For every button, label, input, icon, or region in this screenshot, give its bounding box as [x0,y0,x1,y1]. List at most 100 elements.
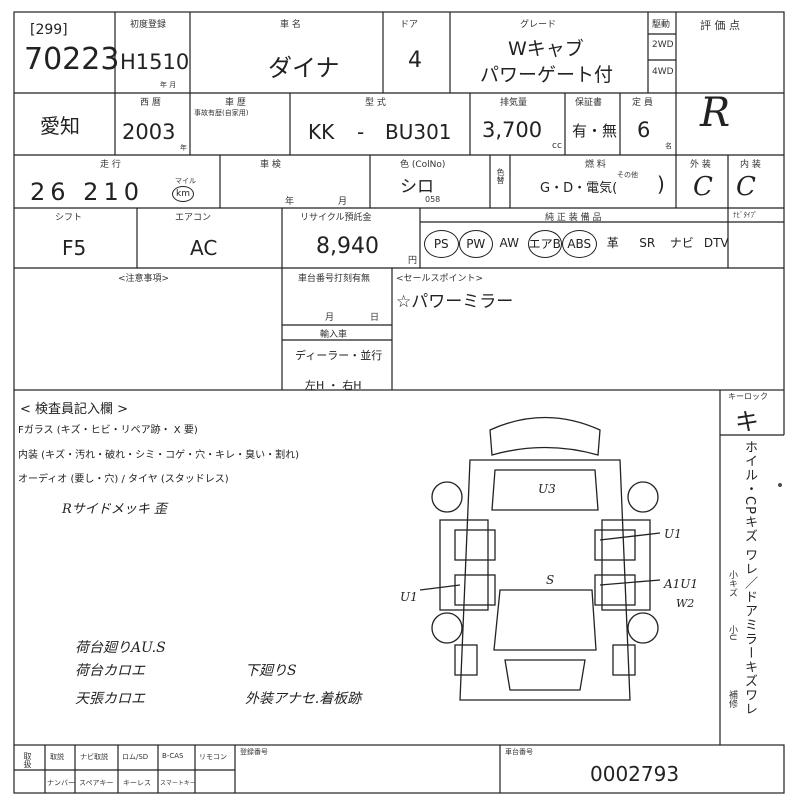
audio-note: オーディオ (要し・穴) / タイヤ (スタッドレス) [18,474,229,485]
door-label: ドア [400,20,419,30]
reg-year: H1510 [120,50,190,74]
grade-label: グレード [520,20,557,30]
interior-grade: C [736,172,756,202]
equip-item: PW [458,230,493,258]
drive-label: 駆動 [652,20,671,30]
fuel-close: ) [657,172,665,196]
color-label: 色 (ColNo) [400,160,446,170]
reg-no-label: 登録番号 [240,748,268,756]
footer-col5b: スマートキー [160,780,196,787]
grade-line1: Wキャブ [508,38,584,60]
import-side: 左H ・ 右H [305,379,362,392]
exterior-grade: C [693,172,713,202]
drive-4wd: 4WD [652,67,674,77]
shift: F5 [62,236,87,260]
reg-unit: 年 月 [160,81,177,89]
mark-w2: W2 [676,597,695,610]
glass-note: Fガラス (キズ・ヒビ・リペア跡・ X 要) [18,425,198,436]
legend-small-u: 小U [727,625,737,641]
ac: AC [190,236,218,260]
capacity: 6 [637,118,651,142]
code-bracket: [299] [30,22,68,38]
recycle-unit: 円 [408,256,418,266]
history-label: 車 歴 [225,98,246,108]
mark-u1-right: U1 [664,527,682,541]
syaken-label: 車 検 [260,160,281,170]
footer-col5a: B-CAS [162,752,184,760]
sales-label: <セールスポイント> [396,274,484,284]
inspection-label: 車台番号打刻有無 [298,274,371,284]
year-label: 西 暦 [140,98,161,108]
fuel-label: 燃 料 [585,160,606,170]
legend-repair: 補修 [727,690,737,708]
hand-note-5: 下廻りS [245,663,297,679]
grade-line2: パワーゲート付 [480,64,614,86]
hand-note-6: 外装アナセ.着板跡 [245,691,362,707]
equip-item: SR [639,236,656,250]
model-dash: - [357,120,365,144]
interior-note: 内装 (キズ・汚れ・破れ・シミ・コゲ・穴・キレ・臭い・割れ) [18,450,299,461]
notes-label: <注意事項> [118,274,170,284]
footer-col2a: 取説 [50,753,64,761]
name-label: 車 名 [280,20,301,30]
mileage: 26 210 [30,178,144,206]
legend-small-scratch: 小キズ [727,570,737,597]
equip-item: ナビ [669,236,694,250]
recycle-label: リサイクル預託金 [300,213,372,223]
model-code: BU301 [385,120,452,144]
mileage-unit: km [172,186,194,202]
hand-note-1: Rサイドメッキ 歪 [62,502,167,517]
equip-item: エアB [527,230,562,258]
syaken-month: 月 [338,197,348,207]
footer-col6a: リモコン [199,753,227,761]
car-name: ダイナ [268,54,340,82]
import-dealer: ディーラー・並行 [295,349,383,362]
equip-item: AW [499,236,519,250]
key-label: キーロック [728,392,768,401]
model-prefix: KK [308,120,335,144]
ac-label: エアコン [175,213,212,223]
hand-note-3: 荷台カロエ [75,663,145,679]
fuel-other: その他 [617,171,638,179]
shift-label: シフト [55,213,83,223]
sales-point: ☆パワーミラー [396,292,514,312]
navi-type-label: ﾅﾋﾞﾀｲﾌﾟ [733,211,758,219]
equip-label: 純 正 装 備 品 [545,213,602,223]
interior-label: 内 装 [740,160,761,170]
door-count: 4 [408,48,422,73]
region: 愛知 [40,114,80,138]
color-no: 058 [425,195,441,204]
color: シロ [400,177,434,197]
exterior-label: 外 装 [690,160,711,170]
mileage-label: 走 行 [100,160,121,170]
mileage-mile: マイル [175,177,196,185]
inspection-day: 日 [370,313,380,323]
fuel: G・D・電気( [540,181,618,196]
footer-col3b: スペアキー [79,779,114,787]
lot-number: 70223 [24,42,120,77]
score-label: 評 価 点 [700,19,740,32]
year: 2003 [122,120,176,144]
import-label: 輸入車 [320,330,348,340]
history-note: 事故有歴(自家用) [194,109,249,117]
mark-u1-left: U1 [400,590,418,604]
drive-2wd: 2WD [652,40,674,50]
displacement-unit: cc [552,141,562,151]
color-change: 色替 [496,168,505,184]
recycle: 8,940 [316,234,379,259]
model-label: 型 式 [365,98,386,108]
footer-col4b: キーレス [123,779,151,787]
warranty-label: 保証書 [575,98,603,108]
equip-item: 革 [606,236,619,250]
hand-note-2: 荷台廻りAU.S [75,640,166,656]
warranty: 有・無 [572,122,618,140]
equip-item: PS [424,230,459,258]
syaken-year: 年 [285,197,295,207]
footer-col3a: ナビ取説 [80,753,108,761]
mark-u3: U3 [538,482,556,496]
year-unit: 年 [180,144,187,152]
mark-a1u1: A1U1 [664,577,699,591]
capacity-label: 定 員 [632,98,653,108]
inspector-title: < 検査員記入欄 > [20,402,129,417]
